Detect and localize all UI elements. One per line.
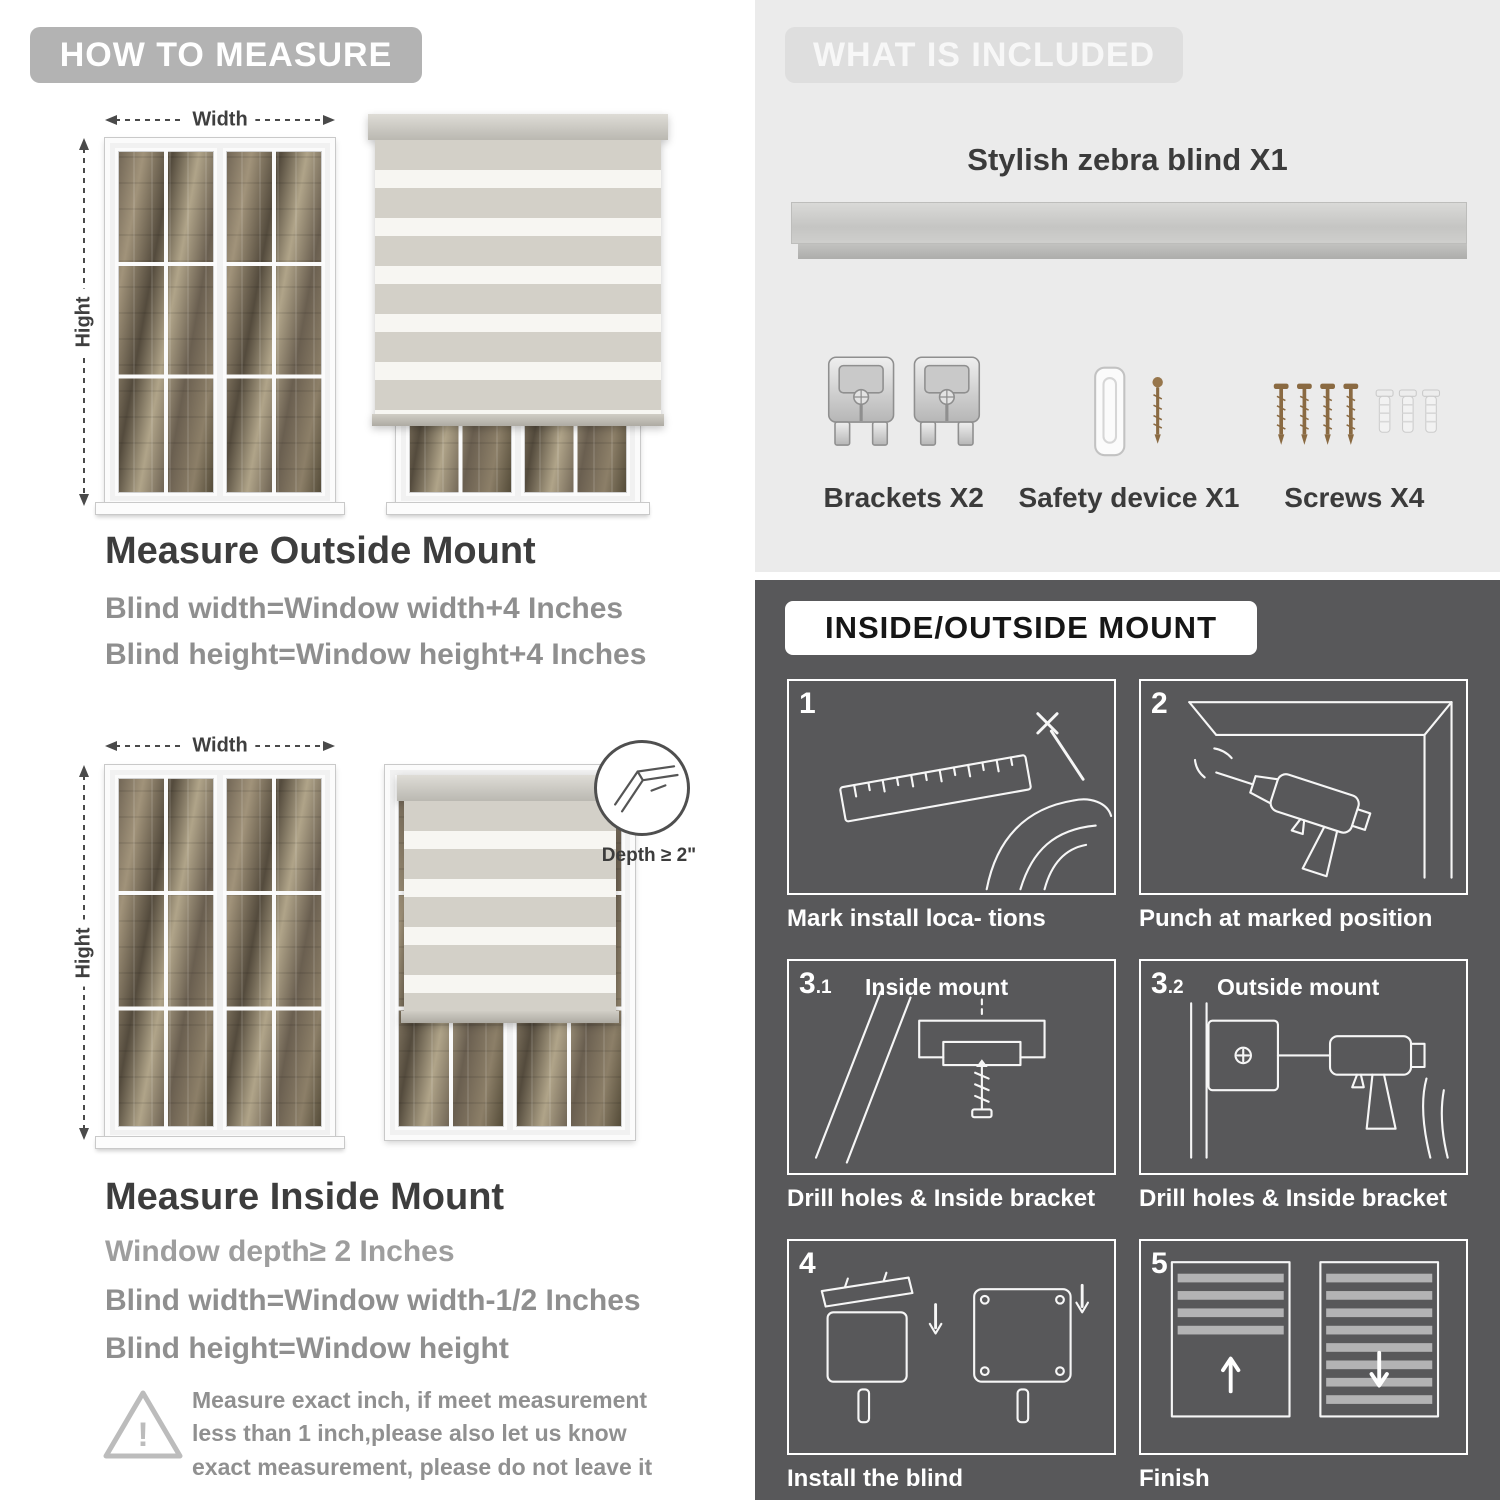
step-1-caption: Mark install loca- tions: [787, 905, 1046, 932]
inside-rule-height: Blind height=Window height: [105, 1332, 509, 1365]
zebra-blind-headrail-image: [791, 202, 1467, 260]
mark-locations-art: [839, 712, 1113, 891]
step-3-2: 3.2 Outside mount: [1139, 959, 1468, 1213]
included-item-safety-device: Safety device X1: [1016, 338, 1241, 514]
step-number: 2: [1151, 687, 1168, 720]
step-3-1-panel: 3.1 Inside mount: [787, 959, 1116, 1175]
warning-triangle-icon: !: [103, 1390, 183, 1459]
install-blind-art: [820, 1271, 1090, 1424]
included-item-screws: Screws X4: [1242, 338, 1467, 514]
outside-mount-title: Measure Outside Mount: [105, 530, 536, 572]
step-4-panel: 4: [787, 1239, 1116, 1455]
step-number: 5: [1151, 1247, 1168, 1280]
step-3-1-caption: Drill holes & Inside bracket: [787, 1185, 1096, 1212]
width-arrow: Width: [105, 734, 335, 758]
window-sill: [96, 1137, 344, 1148]
window-sash: [115, 775, 217, 1130]
blind-bottom-rail: [372, 414, 664, 426]
height-arrow-line: [79, 765, 89, 1140]
brackets-label: Brackets X2: [823, 482, 984, 513]
how-to-measure-header-label: HOW TO MEASURE: [59, 35, 393, 74]
step-number: 4: [799, 1247, 816, 1280]
outside-mount-blind-illustration: [368, 114, 668, 518]
step-1-panel: 1: [787, 679, 1116, 895]
outside-rule-width: Blind width=Window width+4 Inches: [105, 592, 624, 625]
inside-mount-blind-illustration: [385, 765, 635, 1140]
blind-zebra-stripes: [404, 801, 616, 1011]
included-item-brackets: Brackets X2: [791, 338, 1016, 514]
zebra-blind: [397, 775, 623, 1023]
depth-callout-label: Depth ≥ 2": [601, 845, 697, 866]
screws-label: Screws X4: [1284, 482, 1425, 513]
window-sash: [223, 148, 325, 496]
step-4-caption: Install the blind: [787, 1465, 964, 1492]
window-sash: [115, 148, 217, 496]
outside-bracket-art: [1190, 1002, 1449, 1159]
step-5-caption: Finish: [1139, 1465, 1210, 1492]
step-2: 2: [1139, 679, 1468, 933]
step-3-2-panel: 3.2 Outside mount: [1139, 959, 1468, 1175]
inside-mount-title: Measure Inside Mount: [105, 1176, 505, 1218]
step-number: 3: [1151, 967, 1168, 1000]
mount-instructions-header: INSIDE/OUTSIDE MOUNT: [785, 601, 1257, 655]
height-arrow: Hight: [72, 138, 96, 506]
depth-detail-circle: [594, 740, 690, 836]
how-to-measure-header: HOW TO MEASURE: [30, 27, 422, 83]
window-corner-depth-icon: [614, 765, 679, 813]
blind-headrail: [368, 114, 668, 140]
warning-exclamation: !: [137, 1416, 148, 1454]
height-arrow: Hight: [72, 765, 96, 1140]
height-label: Hight: [72, 288, 96, 356]
window-illustration-inside: [96, 765, 344, 1148]
headrail-bottom-lip: [798, 244, 1467, 259]
window-sill: [387, 503, 649, 514]
mount-instructions-header-label: INSIDE/OUTSIDE MOUNT: [824, 610, 1217, 645]
step-number: 3: [799, 967, 816, 1000]
step-3-1: 3.1 Inside mount: [787, 959, 1116, 1213]
step-number: 1: [799, 687, 816, 720]
bracket-icon: [819, 338, 989, 466]
inside-rule-width: Blind width=Window width-1/2 Inches: [105, 1284, 641, 1317]
width-arrow: Width: [105, 108, 335, 132]
safety-device-label: Safety device X1: [1018, 482, 1240, 513]
step-1: 1: [787, 679, 1116, 933]
inside-bracket-art: [814, 990, 1046, 1164]
step-5: 5: [1139, 1239, 1468, 1493]
blind-zebra-stripes: [375, 140, 661, 414]
included-items-row: Brackets X2 Safety device X1: [791, 338, 1467, 514]
window-sash: [223, 775, 325, 1130]
step-4: 4: [787, 1239, 1116, 1493]
headrail-top-face: [791, 202, 1467, 244]
zebra-blind-item-label: Stylish zebra blind X1: [967, 142, 1288, 177]
inside-rule-depth: Window depth≥ 2 Inches: [105, 1235, 455, 1268]
safety-device-icon: [1066, 338, 1191, 466]
height-label: Hight: [72, 918, 96, 987]
mount-instructions-section: INSIDE/OUTSIDE MOUNT 1: [755, 580, 1500, 1500]
width-label: Width: [184, 108, 256, 132]
what-is-included-header-label: WHAT IS INCLUDED: [812, 35, 1156, 74]
window-sill: [96, 503, 344, 514]
step-number-sub: .2: [1167, 977, 1184, 998]
finish-art: [1170, 1261, 1440, 1418]
step-2-caption: Punch at marked position: [1139, 905, 1433, 932]
outside-rule-height: Blind height=Window height+4 Inches: [105, 638, 647, 671]
step-5-panel: 5: [1139, 1239, 1468, 1455]
blind-headrail: [397, 775, 623, 801]
step-2-panel: 2: [1139, 679, 1468, 895]
window-illustration-outside: [96, 138, 344, 514]
what-is-included-section: WHAT IS INCLUDED Stylish zebra blind X1: [755, 0, 1500, 572]
step-number-sub: .1: [815, 977, 832, 998]
blind-bottom-rail: [401, 1011, 619, 1023]
warning-text: Measure exact inch, if meet measurement …: [192, 1387, 653, 1480]
zebra-blind: [368, 114, 668, 426]
drill-position-art: [1188, 701, 1453, 879]
mount-steps-grid: 1: [787, 679, 1468, 1493]
screws-icon: [1264, 338, 1444, 466]
outside-mount-label: Outside mount: [1217, 974, 1380, 1000]
what-is-included-header: WHAT IS INCLUDED: [785, 27, 1183, 83]
step-3-2-caption: Drill holes & Inside bracket: [1139, 1185, 1448, 1212]
inside-mount-label: Inside mount: [865, 974, 1009, 1000]
width-label: Width: [184, 734, 256, 758]
